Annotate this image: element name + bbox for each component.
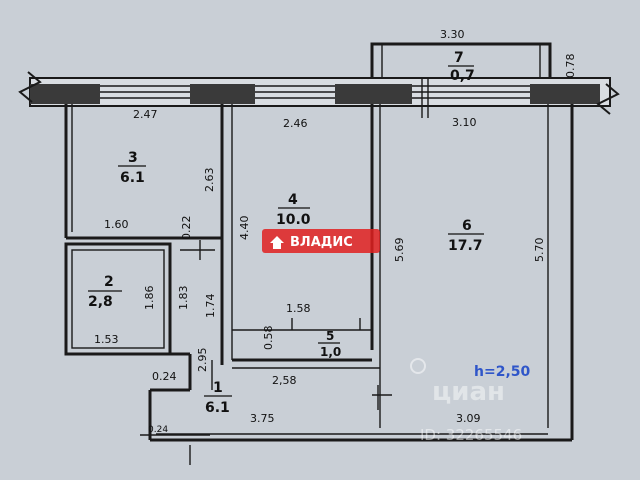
room-4-area: 10.0 xyxy=(276,212,311,228)
room-4-number: 4 xyxy=(288,192,298,208)
dim-top-mid: 2.46 xyxy=(283,117,308,130)
room-1-number: 1 xyxy=(213,380,223,396)
dim-bottom-309: 3.09 xyxy=(456,412,481,425)
watermark-logo-icon xyxy=(410,358,426,374)
dim-room2-h2: 1.83 xyxy=(177,286,190,311)
dim-wall-174: 1.74 xyxy=(204,294,217,319)
room-2-area: 2,8 xyxy=(88,294,113,310)
dim-top-right: 3.10 xyxy=(452,116,477,129)
room-7-number: 7 xyxy=(454,50,464,66)
room-7-area: 0,7 xyxy=(450,68,475,84)
watermark-text: циан xyxy=(432,377,505,407)
brand-name: ВЛАДИС xyxy=(290,235,353,250)
room-6-area: 17.7 xyxy=(448,238,483,254)
room-3-area: 6.1 xyxy=(120,170,145,186)
dim-corridor-024: 0.24 xyxy=(152,370,177,383)
room-6-number: 6 xyxy=(462,218,472,234)
dim-bottom-375: 3.75 xyxy=(250,412,275,425)
dim-room2-h1: 1.86 xyxy=(143,286,156,311)
watermark-id: ID: 32265546 xyxy=(420,426,522,444)
room-5-area: 1,0 xyxy=(320,345,341,359)
watermark: циан ID: 32265546 xyxy=(410,358,522,444)
dim-room2-width: 1.53 xyxy=(94,333,119,346)
room-2-number: 2 xyxy=(104,274,114,290)
top-exterior-wall xyxy=(18,71,620,118)
dim-room6-right: 5.70 xyxy=(533,238,546,263)
house-icon xyxy=(270,236,284,249)
dim-room5-width: 1.58 xyxy=(286,302,311,315)
dim-room4-height: 4.40 xyxy=(238,216,251,241)
dim-top-left: 2.47 xyxy=(133,108,158,121)
room-1-area: 6.1 xyxy=(205,400,230,416)
room-3-number: 3 xyxy=(128,150,138,166)
dim-wall-022: 0.22 xyxy=(180,216,193,241)
brand-logo: ВЛАДИС xyxy=(262,229,380,253)
ceiling-height-label: h=2,50 xyxy=(474,364,530,380)
dim-balcony-side: 0.78 xyxy=(564,54,577,79)
dim-bottom-024: 0.24 xyxy=(148,425,168,435)
apartment-walls xyxy=(64,104,574,465)
dim-balcony-top: 3.30 xyxy=(440,28,465,41)
dim-room5-height: 0.58 xyxy=(262,326,275,351)
room-5-number: 5 xyxy=(326,329,334,343)
dim-corridor-258: 2,58 xyxy=(272,374,297,387)
dim-room3-width: 1.60 xyxy=(104,218,129,231)
dim-corridor-295: 2.95 xyxy=(196,348,209,373)
dim-room3-height: 2.63 xyxy=(203,168,216,193)
dim-room6-left: 5.69 xyxy=(393,238,406,263)
